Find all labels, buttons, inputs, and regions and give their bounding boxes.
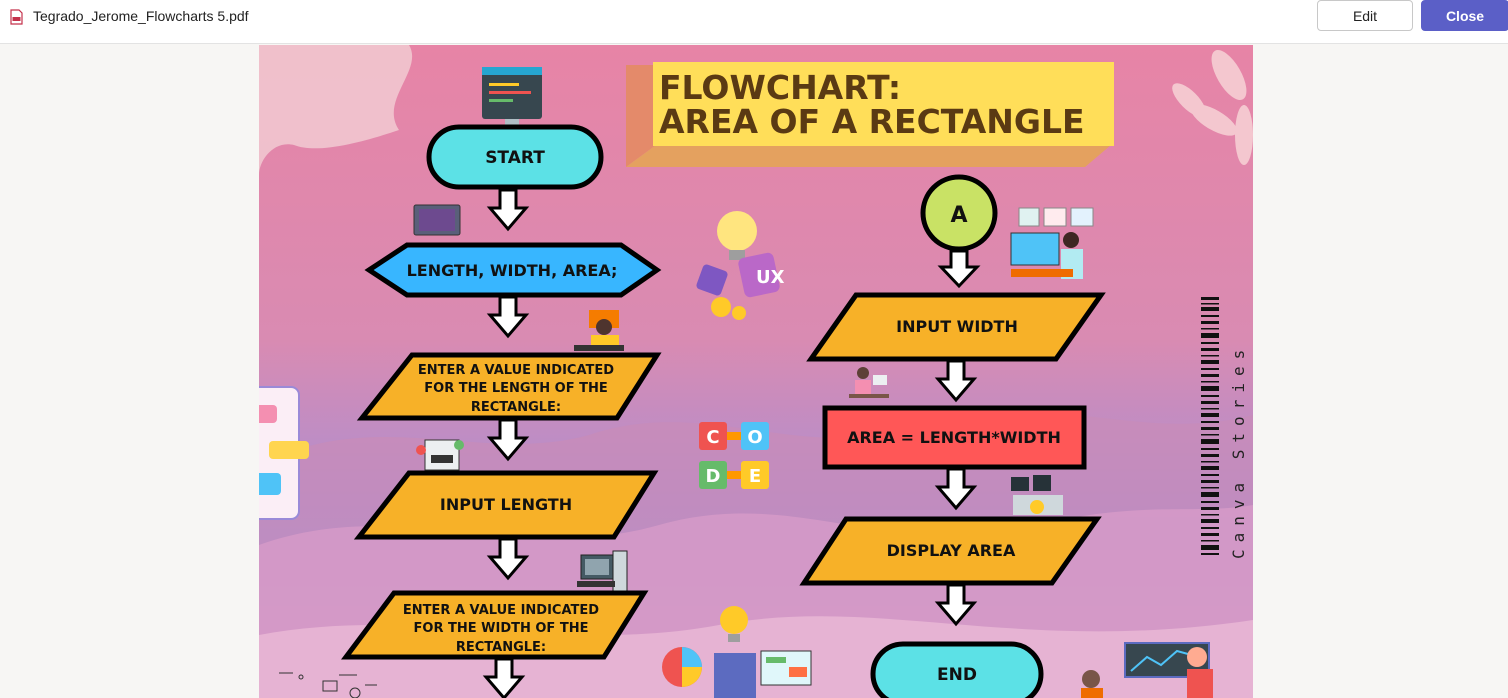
workstation-illustration-icon — [1010, 207, 1094, 279]
ux-lightbulb-illustration-icon: UX — [696, 211, 785, 320]
monitor-illustration-icon — [482, 67, 542, 125]
flow-arrow — [486, 418, 530, 462]
end-terminal: END — [870, 641, 1044, 698]
decorative-leaves-icon — [1172, 50, 1253, 165]
barcode-icon — [1201, 297, 1219, 555]
flow-arrow — [937, 249, 981, 289]
start-label: START — [485, 148, 545, 168]
retro-computer-illustration-icon — [577, 550, 628, 592]
presentation-illustration-icon — [1081, 642, 1213, 698]
barcode-caption: Canva Stories — [1229, 343, 1248, 559]
start-terminal: START — [426, 124, 604, 190]
title-banner: FLOWCHART: AREA OF A RECTANGLE — [626, 62, 1114, 167]
title-line-1: FLOWCHART: — [659, 68, 901, 107]
laptop-illustration-icon — [413, 204, 461, 236]
bg-blob-top-left — [259, 45, 413, 175]
end-label: END — [937, 665, 977, 685]
connector-label: A — [950, 203, 967, 228]
prompt-length-line-2: FOR THE LENGTH OF THE — [424, 381, 607, 396]
edit-button[interactable]: Edit — [1317, 0, 1413, 31]
code-card-illustration — [259, 386, 309, 520]
connector-circle: A — [920, 174, 998, 252]
flow-arrow — [934, 359, 978, 403]
analytics-illustration-icon — [662, 606, 812, 698]
prompt-length-line-1: ENTER A VALUE INDICATED — [418, 363, 614, 378]
flow-arrow — [934, 467, 978, 511]
prompt-length-line-3: RECTANGLE: — [471, 400, 561, 415]
flow-arrow — [486, 188, 530, 232]
flow-arrow — [486, 537, 530, 581]
flow-arrow — [486, 295, 530, 339]
code-blocks-illustration-icon: C O D E — [699, 422, 769, 489]
desk-worker-illustration-icon — [849, 367, 889, 398]
input-length-label: INPUT LENGTH — [440, 495, 572, 514]
close-button[interactable]: Close — [1421, 0, 1508, 31]
doodle-icons — [279, 672, 377, 698]
code-window-illustration-icon — [416, 439, 464, 471]
display-area-parallelogram: DISPLAY AREA — [799, 516, 1102, 586]
developer-illustration-icon — [574, 310, 624, 351]
declare-label: LENGTH, WIDTH, AREA; — [407, 261, 618, 280]
input-width-parallelogram: INPUT WIDTH — [806, 292, 1106, 362]
display-area-label: DISPLAY AREA — [887, 541, 1016, 560]
input-width-label: INPUT WIDTH — [896, 317, 1018, 336]
prompt-width-parallelogram: ENTER A VALUE INDICATED FOR THE WIDTH OF… — [341, 590, 649, 660]
prompt-width-line-1: ENTER A VALUE INDICATED — [403, 603, 599, 618]
code-letter-o: O — [747, 427, 762, 448]
code-letter-c: C — [706, 427, 719, 448]
title-line-2: AREA OF A RECTANGLE — [659, 102, 1085, 141]
process-label: AREA = LENGTH*WIDTH — [847, 428, 1061, 447]
code-letter-d: D — [706, 466, 721, 487]
declare-hexagon: LENGTH, WIDTH, AREA; — [364, 242, 662, 298]
code-letter-e: E — [749, 466, 761, 487]
ux-label: UX — [756, 267, 785, 288]
prompt-length-parallelogram: ENTER A VALUE INDICATED FOR THE LENGTH O… — [356, 352, 662, 421]
monitors-illustration-icon — [1011, 475, 1063, 515]
prompt-width-line-2: FOR THE WIDTH OF THE — [414, 621, 589, 636]
prompt-width-line-3: RECTANGLE: — [456, 640, 546, 655]
flow-arrow — [482, 657, 526, 698]
file-name: Tegrado_Jerome_Flowcharts 5.pdf — [33, 8, 249, 24]
pdf-page: FLOWCHART: AREA OF A RECTANGLE START LEN… — [259, 45, 1253, 698]
viewer-toolbar: Tegrado_Jerome_Flowcharts 5.pdf Edit Clo… — [0, 0, 1508, 44]
pdf-file-icon — [10, 9, 23, 25]
flow-arrow — [934, 583, 978, 627]
process-rectangle: AREA = LENGTH*WIDTH — [822, 405, 1087, 470]
input-length-parallelogram: INPUT LENGTH — [353, 470, 659, 540]
